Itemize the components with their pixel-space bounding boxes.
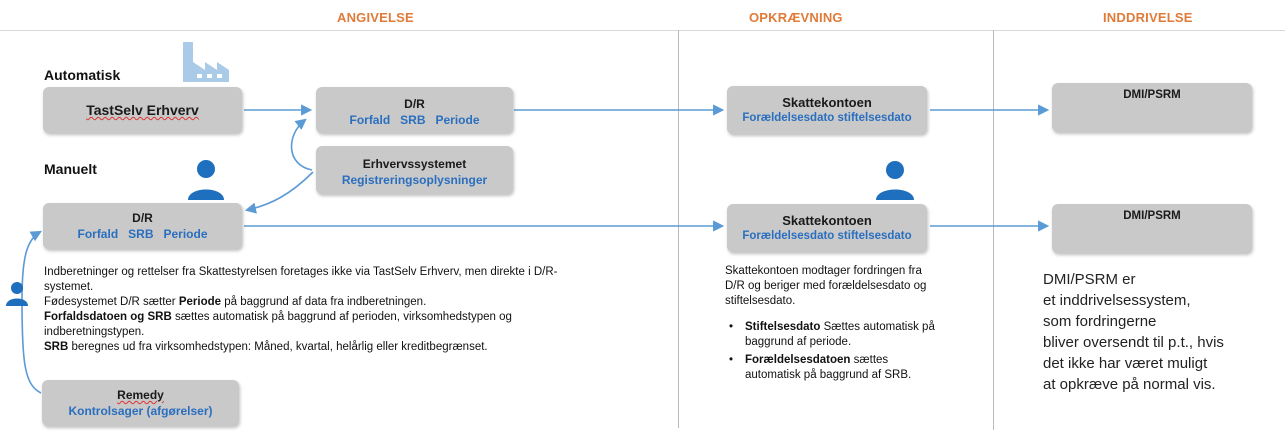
angivelse-line4: Forfaldsdatoen og SRB sættes automatisk …: [44, 311, 512, 323]
tastselv-box: TastSelv Erhverv: [43, 87, 242, 133]
inddrivelse-line4: bliver oversendt til p.t., hvis: [1043, 334, 1224, 351]
person-icon-remedy: [6, 282, 28, 306]
column-divider-2: [993, 30, 994, 430]
dmi-auto-title: DMI/PSRM: [1123, 89, 1181, 101]
bullet-dot-icon: •: [729, 321, 734, 333]
person-icon-opkraevning: [876, 161, 914, 200]
bullet-dot-icon: •: [729, 354, 734, 366]
remedy-subtitle: Kontrolsager (afgørelser): [68, 404, 213, 418]
person-icon-manual: [188, 160, 224, 200]
angivelse-line6: SRB beregnes ud fra virksomhedstypen: Må…: [44, 341, 488, 353]
dr-auto-box: D/R Forfald SRB Periode: [316, 87, 513, 133]
erhvervssystemet-subtitle: Registreringsoplysninger: [341, 173, 488, 187]
tastselv-title: TastSelv Erhverv: [86, 102, 199, 118]
dmi-auto-box: DMI/PSRM: [1052, 83, 1252, 132]
label-manuelt: Manuelt: [44, 161, 97, 177]
inddrivelse-line5: det ikke har været muligt: [1043, 355, 1208, 372]
skattekontoen-auto-subtitle: Forældelsesdato stiftelsesdato: [742, 112, 912, 124]
inddrivelse-line1: DMI/PSRM er: [1043, 271, 1136, 288]
bullet-foraeldelsesdato: • Forældelsesdatoen sættes automatisk på…: [729, 354, 912, 381]
header-opkraevning: OPKRÆVNING: [749, 10, 843, 25]
column-divider-1: [678, 30, 679, 428]
opkraevning-line3: stiftelsesdato.: [725, 295, 796, 307]
dmi-manual-box: DMI/PSRM: [1052, 204, 1252, 253]
skattekontoen-manual-subtitle: Forældelsesdato stiftelsesdato: [742, 230, 912, 242]
dr-manual-title: D/R: [132, 211, 153, 225]
dr-auto-subtitle: Forfald SRB Periode: [349, 113, 480, 127]
bullet-stiftelsesdato: • Stiftelsesdato Sættes automatisk på ba…: [729, 321, 935, 348]
remedy-box: Remedy Kontrolsager (afgørelser): [42, 380, 239, 426]
dr-manual-box: D/R Forfald SRB Periode: [43, 203, 242, 249]
skattekontoen-manual-box: Skattekontoen Forældelsesdato stiftelses…: [727, 204, 927, 252]
angivelse-line1: Indberetninger og rettelser fra Skattest…: [44, 266, 558, 278]
arrow-erhverv-to-dr-auto: [290, 118, 313, 171]
remedy-title: Remedy: [117, 388, 164, 402]
skattekontoen-auto-box: Skattekontoen Forældelsesdato stiftelses…: [727, 86, 927, 134]
dmi-manual-title: DMI/PSRM: [1123, 210, 1181, 222]
angivelse-line3: Fødesystemet D/R sætter Periode på baggr…: [44, 296, 427, 308]
opkraevning-line1: Skattekontoen modtager fordringen fra: [725, 265, 922, 277]
inddrivelse-description: DMI/PSRM er et inddrivelsessystem, som f…: [1043, 269, 1278, 395]
header-divider: [0, 30, 1285, 31]
skattekontoen-auto-title: Skattekontoen: [782, 95, 872, 110]
angivelse-description: Indberetninger og rettelser fra Skattest…: [44, 265, 674, 355]
header-angivelse: ANGIVELSE: [337, 10, 414, 25]
erhvervssystemet-box: Erhvervssystemet Registreringsoplysninge…: [316, 146, 513, 194]
inddrivelse-line3: som fordringerne: [1043, 313, 1157, 330]
opkraevning-bullets: • Stiftelsesdato Sættes automatisk på ba…: [729, 320, 979, 383]
arrow-erhverv-to-dr-manual: [244, 171, 314, 214]
angivelse-line5: indberetningstypen.: [44, 326, 145, 338]
erhvervssystemet-title: Erhvervssystemet: [362, 157, 467, 171]
label-automatisk: Automatisk: [44, 67, 121, 83]
dr-manual-subtitle: Forfald SRB Periode: [77, 227, 208, 241]
inddrivelse-line6: at opkræve på normal vis.: [1043, 376, 1216, 393]
opkraevning-line2: D/R og beriger med forældelsesdato og: [725, 280, 927, 292]
header-inddrivelse: INDDRIVELSE: [1103, 10, 1193, 25]
dr-auto-title: D/R: [404, 97, 425, 111]
angivelse-line2: systemet.: [44, 281, 94, 293]
opkraevning-description: Skattekontoen modtager fordringen fra D/…: [725, 264, 987, 309]
inddrivelse-line2: et inddrivelsessystem,: [1043, 292, 1191, 309]
arrow-remedy-to-dr: [21, 230, 42, 394]
skattekontoen-manual-title: Skattekontoen: [782, 213, 872, 228]
factory-icon: [183, 42, 229, 82]
